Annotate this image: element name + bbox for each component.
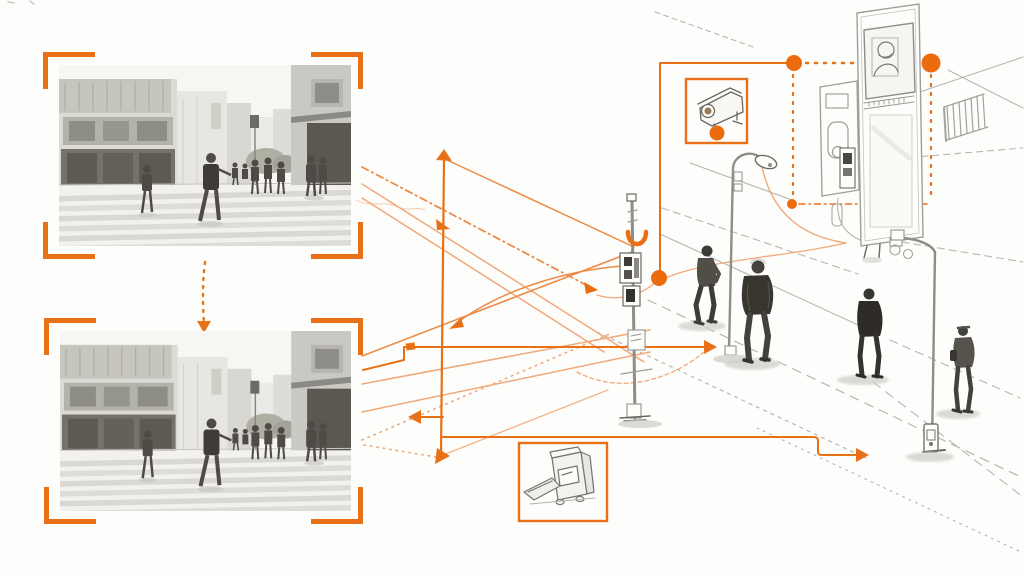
camera-connector	[659, 62, 787, 279]
frame-corner	[311, 222, 363, 259]
frame-corner	[311, 318, 363, 355]
frame-corner	[43, 52, 95, 89]
paper-speck	[7, 0, 35, 5]
line-cap	[405, 342, 416, 351]
frame-corner	[311, 52, 363, 89]
push-button-box	[923, 423, 939, 453]
frame-corner	[43, 222, 95, 259]
frame-corner	[44, 318, 96, 355]
signal-highlight-u	[625, 229, 649, 247]
pedestrian-1	[693, 245, 721, 326]
street-photo-1	[59, 65, 351, 246]
node-dot	[786, 55, 802, 71]
street-photo-2	[60, 331, 351, 511]
fence	[943, 93, 989, 142]
signal-kiosk	[819, 3, 924, 263]
cctv-camera-callout	[684, 77, 749, 145]
arrowhead-curve	[449, 318, 464, 329]
pedestrian-2-hooded	[741, 258, 774, 364]
traffic-signal-pole	[618, 193, 662, 428]
node-dot	[921, 53, 941, 73]
equipment-icon	[523, 446, 596, 506]
lamp-pointer-line	[362, 346, 711, 371]
frame-corner	[44, 487, 96, 524]
arrowhead-mid	[436, 219, 450, 230]
camera-frame-top	[43, 52, 363, 259]
arrowhead-down	[435, 448, 450, 464]
arrowhead	[584, 282, 598, 294]
collector-line	[439, 157, 446, 455]
annotation-lines	[355, 149, 869, 464]
camera-frame-bottom	[44, 318, 363, 524]
arrowhead-up	[436, 149, 452, 161]
frame-corner	[311, 487, 363, 524]
node-dot-small	[787, 199, 797, 209]
pedestrian-4	[950, 325, 975, 414]
equipment-box-callout	[517, 441, 609, 523]
pedestrian-3	[855, 288, 884, 379]
camera-dot	[709, 125, 725, 141]
arrowhead-left	[408, 410, 421, 424]
arrowhead-lamp	[704, 340, 717, 354]
pedestrian-button-pole	[890, 229, 954, 462]
screen-figure	[871, 37, 899, 77]
street-lamp	[713, 152, 778, 364]
connector-network	[651, 53, 941, 286]
arrowhead-button	[856, 448, 869, 462]
button-pole-line	[442, 436, 863, 456]
cctv-camera-icon	[697, 87, 744, 131]
node-dot	[651, 270, 667, 286]
